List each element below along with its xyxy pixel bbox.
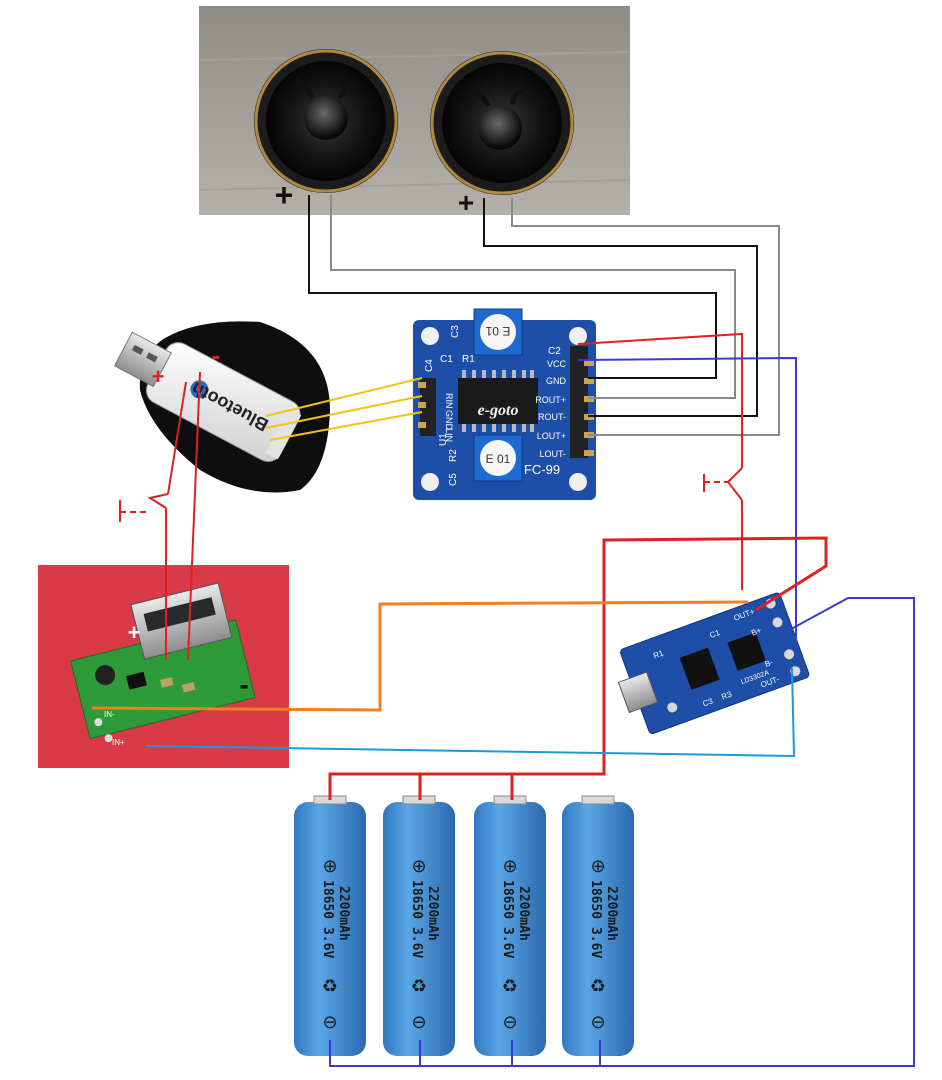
label-c1: C1 xyxy=(440,354,453,365)
wire-right-speaker-minus xyxy=(511,198,780,436)
label-c4: C4 xyxy=(424,359,435,372)
battery-spec-voltage: 18650 3.6V xyxy=(409,880,424,958)
amplifier-chip xyxy=(458,378,538,424)
wire-right-speaker-plus xyxy=(483,198,758,417)
battery-plus-symbol: ⊕ xyxy=(502,856,517,877)
label-c5: C5 xyxy=(448,473,459,486)
label-r1: R1 xyxy=(462,354,475,365)
speaker-left-polarity: + xyxy=(275,177,294,213)
svg-text:E 01: E 01 xyxy=(486,452,511,466)
wire-left-speaker-minus xyxy=(330,195,736,399)
charger-r3: R3 xyxy=(720,690,733,702)
pin-rout-plus: ROUT+ xyxy=(535,395,566,405)
switch-right xyxy=(726,467,743,501)
label-c2: C2 xyxy=(548,346,561,357)
amplifier-model: FC-99 xyxy=(524,462,560,477)
charger-c3: C3 xyxy=(701,696,714,708)
pin-lin: LIN xyxy=(444,428,454,442)
speaker-right xyxy=(430,51,574,195)
wire-battery-plus xyxy=(328,536,828,800)
boost-plus-label: + xyxy=(128,620,141,645)
charger-b-plus: B+ xyxy=(750,626,763,638)
dongle-minus-label: - xyxy=(212,340,221,370)
wire-audio-yellow-1 xyxy=(265,377,423,417)
recycle-icon: ♻ xyxy=(411,976,427,997)
amplifier-chip-label: e-goto xyxy=(478,402,519,419)
amplifier-board: E 01 E 01 e-goto FC-99 C3 C4 C2 C1 R1 xyxy=(383,307,606,510)
pin-lout-minus: LOUT- xyxy=(539,449,566,459)
bluetooth-dongle: Bluetooth + - xyxy=(113,321,330,493)
recycle-icon: ♻ xyxy=(322,976,338,997)
wire-out-minus-blue xyxy=(145,667,796,758)
boost-converter-photo: + - IN- IN+ xyxy=(38,565,289,768)
battery-spec-voltage: 18650 3.6V xyxy=(320,880,335,958)
label-u1: U1 xyxy=(438,433,449,446)
battery-spec-voltage: 18650 3.6V xyxy=(588,880,603,958)
pin-vcc: VCC xyxy=(547,359,567,369)
speaker-right-polarity: + xyxy=(458,187,474,218)
boost-in-plus: IN+ xyxy=(112,738,125,747)
battery-spec-capacity: 2200mAh xyxy=(336,886,351,941)
charger-board: OUT+ B+ B- OUT- R1 C1 C3 R3 LD3302A xyxy=(617,592,810,735)
dongle-plus-label: + xyxy=(152,364,165,389)
label-c3: C3 xyxy=(450,325,461,338)
wire-usb-red-2 xyxy=(187,371,201,661)
battery-spec-capacity: 2200mAh xyxy=(604,886,619,941)
battery-minus-symbol: ⊖ xyxy=(590,1012,605,1033)
battery-spec-voltage: 18650 3.6V xyxy=(500,880,515,958)
wire-left-speaker-plus xyxy=(308,195,717,379)
battery-plus-symbol: ⊕ xyxy=(590,856,605,877)
pin-rin: RIN xyxy=(444,393,454,409)
pin-right-gnd: GND xyxy=(546,376,567,386)
svg-text:E 01: E 01 xyxy=(485,324,510,338)
charger-c1: C1 xyxy=(708,628,721,640)
label-r2: R2 xyxy=(448,449,459,462)
wire-audio-yellow-3 xyxy=(269,411,423,441)
volume-pot-top: E 01 xyxy=(473,308,523,356)
battery-plus-symbol: ⊕ xyxy=(322,856,337,877)
volume-pot-bottom: E 01 xyxy=(473,434,523,482)
recycle-icon: ♻ xyxy=(590,976,606,997)
wire-out-plus-orange xyxy=(91,600,749,712)
inductor-icon xyxy=(95,665,116,686)
speaker-left xyxy=(254,49,398,193)
charger-b-minus: B- xyxy=(764,658,775,669)
boost-in-minus: IN- xyxy=(104,710,115,719)
speakers-photo: + + xyxy=(198,6,631,218)
recycle-icon: ♻ xyxy=(502,976,518,997)
wire-vcc-red xyxy=(577,332,743,468)
battery-minus-symbol: ⊖ xyxy=(502,1012,517,1033)
battery-plus-symbol: ⊕ xyxy=(411,856,426,877)
wire-audio-yellow-2 xyxy=(265,395,423,429)
pin-lout-plus: LOUT+ xyxy=(537,431,566,441)
boost-minus-label: - xyxy=(239,669,248,700)
battery-minus-symbol: ⊖ xyxy=(322,1012,337,1033)
wiring xyxy=(91,195,915,1067)
wire-gnd-blue xyxy=(577,356,797,650)
pin-left-gnd: GND xyxy=(444,410,454,431)
charger-r1: R1 xyxy=(652,648,665,660)
battery-spec-capacity: 2200mAh xyxy=(516,886,531,941)
battery-minus-symbol: ⊖ xyxy=(411,1012,426,1033)
pin-rout-minus: ROUT- xyxy=(538,412,566,422)
battery-spec-capacity: 2200mAh xyxy=(425,886,440,941)
micro-usb-port xyxy=(617,671,659,714)
